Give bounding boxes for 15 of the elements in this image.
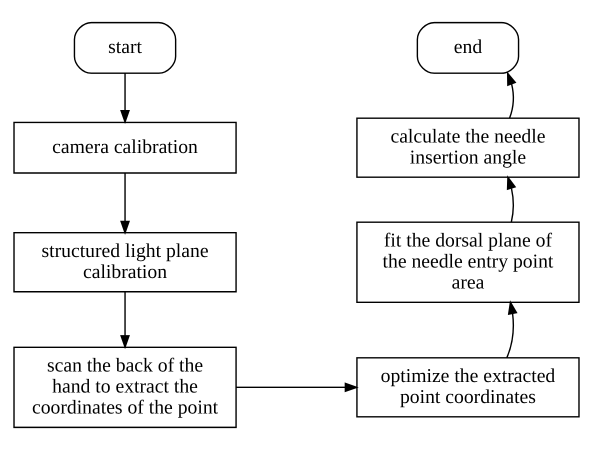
node-box: optimize the extracted point coordinates <box>356 356 580 418</box>
node-box: start <box>74 21 176 74</box>
arrow <box>506 300 518 358</box>
arrow <box>506 70 516 118</box>
node-box: end <box>416 21 520 74</box>
arrow <box>120 172 130 234</box>
arrow <box>236 382 359 392</box>
node-box: structured light plane calibration <box>13 232 237 292</box>
node-box: calculate the needle insertion angle <box>356 116 580 178</box>
arrow <box>120 292 130 349</box>
node-box: scan the back of the hand to extract the coordinates of the point <box>13 346 237 428</box>
node-box: camera calibration <box>13 121 237 174</box>
node-box: fit the dorsal plane of the needle entry point area <box>356 220 580 302</box>
arrow <box>120 72 130 124</box>
arrow <box>506 174 516 222</box>
